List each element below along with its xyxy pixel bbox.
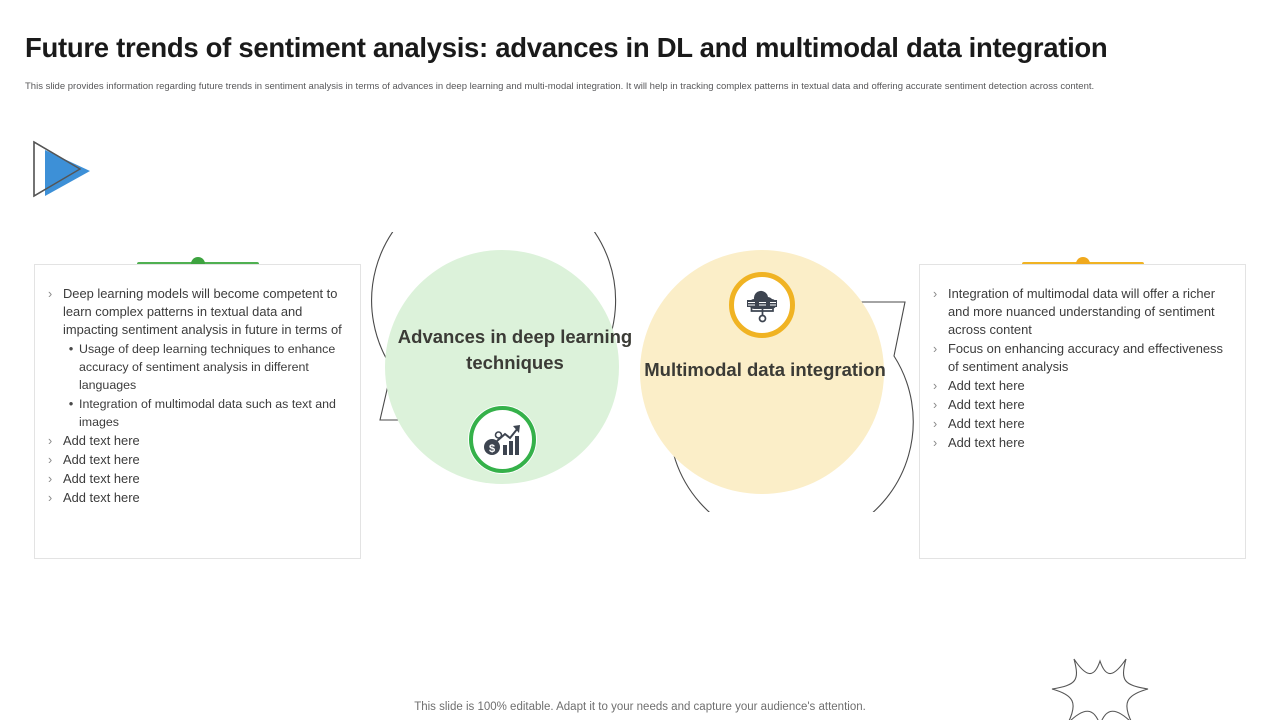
page-title: Future trends of sentiment analysis: adv… (25, 32, 1108, 63)
left-bullet-list: › Deep learning models will become compet… (45, 285, 352, 508)
bullet-marker-icon: › (933, 379, 938, 393)
list-item: › Focus on enhancing accuracy and effecti… (930, 340, 1237, 376)
list-item: › Deep learning models will become compet… (45, 285, 352, 339)
central-diagram: Advances in deep learning techniques Mul… (370, 232, 915, 512)
yellow-node-label: Multimodal data integration (644, 359, 886, 380)
bullet-text: Add text here (948, 435, 1025, 450)
bullet-marker-icon: • (68, 396, 74, 411)
bullet-text: Add text here (63, 433, 140, 448)
list-item: › Add text here (45, 432, 352, 450)
list-item: › Add text here (45, 451, 352, 469)
yellow-circle-fill (640, 250, 884, 494)
right-bullet-list: › Integration of multimodal data will off… (930, 285, 1237, 453)
bullet-marker-icon: › (48, 453, 53, 467)
bullet-text: Integration of multimodal data will offe… (948, 286, 1216, 337)
bullet-text: Focus on enhancing accuracy and effectiv… (948, 341, 1223, 374)
bullet-marker-icon: › (48, 434, 53, 448)
bullet-marker-icon: › (933, 287, 938, 301)
page-subtitle: This slide provides information regardin… (25, 81, 1095, 92)
footer-note: This slide is 100% editable. Adapt it to… (414, 701, 866, 713)
bullet-marker-icon: › (933, 417, 938, 431)
list-item: › Add text here (930, 434, 1237, 452)
list-item: › Add text here (930, 415, 1237, 433)
bullet-marker-icon: • (68, 341, 74, 356)
green-circle-fill (385, 250, 619, 484)
list-item: › Add text here (45, 470, 352, 488)
bullet-marker-icon: › (933, 342, 938, 356)
bar-chart-growth-icon: $ (469, 406, 536, 473)
cloud-network-icon (729, 272, 795, 338)
right-text-panel: › Integration of multimodal data will off… (919, 264, 1246, 559)
list-item: › Add text here (45, 489, 352, 507)
list-item: › Add text here (930, 396, 1237, 414)
list-item: • Usage of deep learning techniques to en… (63, 340, 352, 394)
bullet-marker-icon: › (48, 287, 53, 301)
list-item: • Integration of multimodal data such as … (63, 395, 352, 431)
bullet-text: Add text here (948, 416, 1025, 431)
green-node-label: Advances in deep learning techniques (397, 326, 633, 373)
bullet-marker-icon: › (933, 398, 938, 412)
bullet-text: Add text here (63, 471, 140, 486)
bullet-text: Deep learning models will become compete… (63, 286, 342, 337)
list-item: › Integration of multimodal data will off… (930, 285, 1237, 339)
play-triangle-logo-icon (30, 138, 94, 200)
bullet-marker-icon: › (48, 491, 53, 505)
bullet-text: Add text here (948, 397, 1025, 412)
list-item: › Add text here (930, 377, 1237, 395)
bullet-marker-icon: › (48, 472, 53, 486)
svg-text:$: $ (488, 443, 494, 455)
bullet-text: Add text here (948, 378, 1025, 393)
bullet-text: Add text here (63, 452, 140, 467)
bullet-text: Add text here (63, 490, 140, 505)
bullet-text: Integration of multimodal data such as t… (79, 397, 336, 429)
left-text-panel: › Deep learning models will become compet… (34, 264, 361, 559)
starburst-outline-icon (1040, 645, 1160, 720)
bullet-marker-icon: › (933, 436, 938, 450)
bullet-text: Usage of deep learning techniques to enh… (79, 342, 336, 392)
